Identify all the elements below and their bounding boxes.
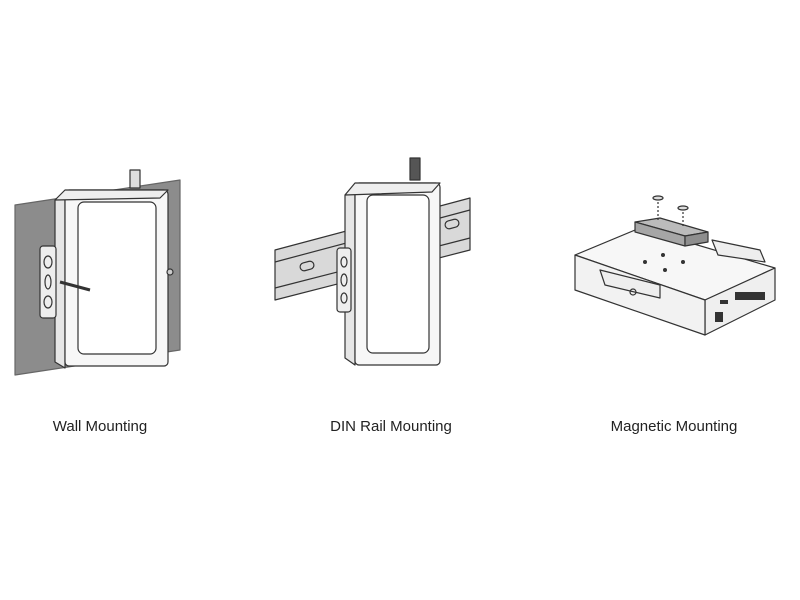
wall-bracket-hole: [44, 274, 52, 290]
magnetic-mounting-illustration: [574, 195, 776, 336]
wall-bracket-hole: [43, 255, 53, 269]
din-antenna-connector: [409, 157, 421, 181]
din-rail-mounting-caption: DIN Rail Mounting: [330, 418, 452, 435]
wall-antenna-connector: [129, 169, 141, 189]
din-device-front-panel: [366, 194, 430, 354]
wall-screw: [59, 280, 91, 292]
wall-device-top: [54, 189, 169, 201]
wall-mounting-caption: Wall Mounting: [52, 418, 148, 435]
wall-bracket: [39, 245, 57, 319]
wall-bracket-hole: [43, 295, 53, 309]
din-rail-mounting-illustration: [274, 157, 471, 366]
mag-bracket: [599, 269, 661, 299]
wall-screw-right: [166, 268, 174, 276]
magnetic-mounting-caption: Magnetic Mounting: [610, 418, 738, 435]
wall-device-front-panel: [77, 201, 157, 355]
mag-bracket: [711, 239, 766, 263]
din-clip: [336, 247, 352, 313]
wall-mounting-illustration: [14, 169, 181, 376]
